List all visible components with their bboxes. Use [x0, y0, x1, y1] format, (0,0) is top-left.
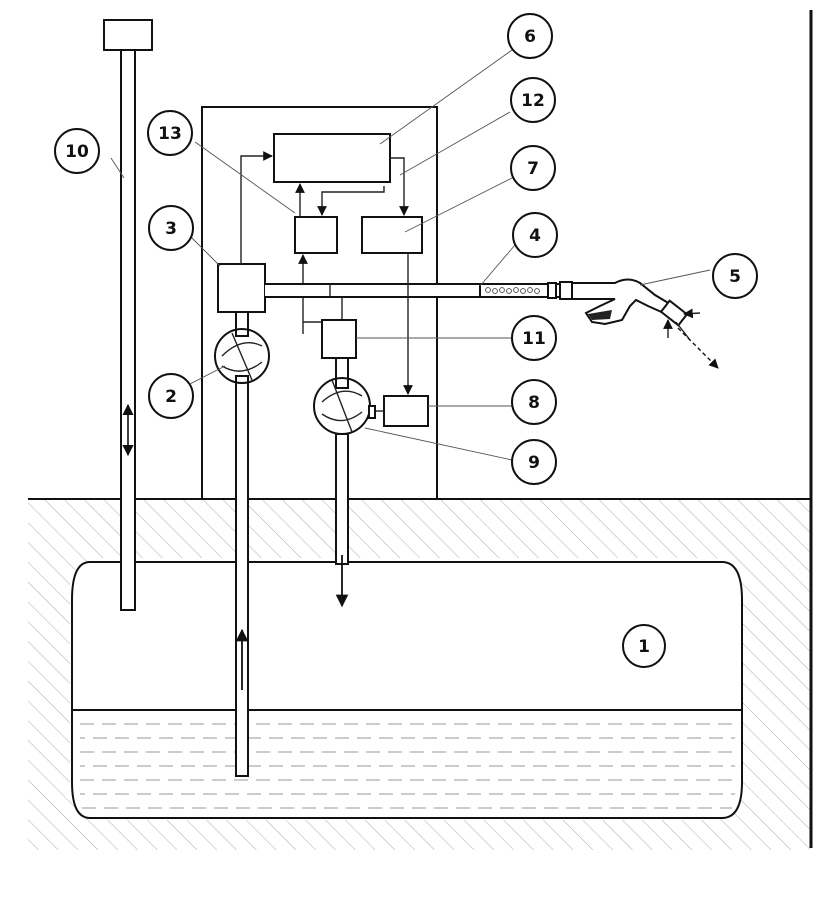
- vapour-pump: [313, 377, 371, 608]
- callout-2: 2: [148, 373, 194, 419]
- callout-8: 8: [511, 379, 557, 425]
- callout-6: 6: [507, 13, 553, 59]
- callout-5-label: 5: [729, 267, 741, 287]
- callout-10-label: 10: [65, 142, 89, 162]
- callout-4-label: 4: [529, 226, 541, 246]
- callout-1-label: 1: [638, 637, 650, 657]
- fuel-outlet-arrow: [677, 327, 719, 369]
- vent-cap: [103, 19, 153, 51]
- control-module-7: [361, 216, 423, 254]
- storage-tank: [71, 561, 743, 819]
- meter-signal-line: [240, 151, 273, 264]
- callout-11: 11: [511, 315, 557, 361]
- callout-12-label: 12: [521, 91, 545, 111]
- callout-12: 12: [510, 77, 556, 123]
- dispenser-housing: [201, 106, 438, 500]
- callout-3: 3: [148, 205, 194, 251]
- callout-9-label: 9: [528, 453, 540, 473]
- callout-2-label: 2: [165, 387, 177, 407]
- callout-13-label: 13: [158, 124, 182, 144]
- callout-5: 5: [712, 253, 758, 299]
- callout-6-label: 6: [524, 27, 536, 47]
- dispensing-hose: [479, 281, 573, 300]
- vent-pipe: [103, 19, 153, 611]
- callout-11-label: 11: [522, 329, 546, 349]
- callout-9: 9: [511, 439, 557, 485]
- vapour-sensor: [321, 319, 357, 359]
- callout-4: 4: [512, 212, 558, 258]
- flow-meter: [217, 263, 266, 313]
- callout-13: 13: [147, 110, 193, 156]
- fuel-pump: [214, 311, 270, 384]
- callout-3-label: 3: [165, 219, 177, 239]
- ground-soil: [28, 500, 810, 850]
- callout-8-label: 8: [528, 393, 540, 413]
- callout-10: 10: [54, 128, 100, 174]
- controller-unit: [273, 133, 391, 183]
- control-module-13: [294, 216, 338, 254]
- vapour-pump-motor: [383, 395, 429, 427]
- leader-lines: [110, 49, 711, 461]
- callout-7-label: 7: [527, 159, 539, 179]
- callout-7: 7: [510, 145, 556, 191]
- delivery-pipe: [265, 283, 481, 298]
- callout-1: 1: [622, 624, 666, 668]
- suction-pipe: [235, 375, 249, 777]
- dispensing-nozzle: [571, 278, 719, 369]
